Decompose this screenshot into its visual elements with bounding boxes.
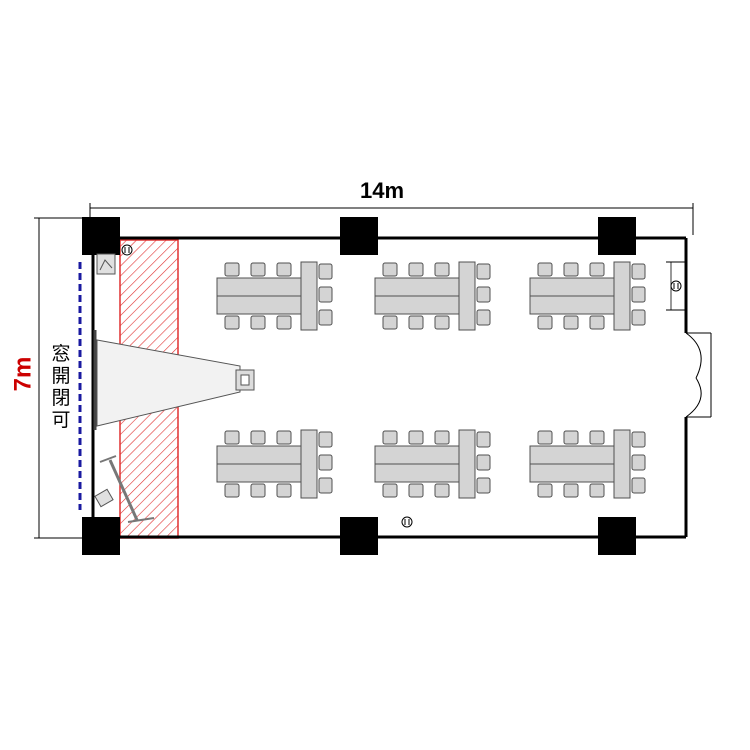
table-group (529, 261, 646, 331)
chair (589, 430, 605, 445)
pillar (340, 217, 378, 255)
chair (537, 262, 553, 277)
chair (250, 483, 266, 498)
chair (589, 483, 605, 498)
chair (476, 263, 491, 280)
pillar (598, 217, 636, 255)
chair (476, 477, 491, 494)
chair (408, 483, 424, 498)
chair (276, 262, 292, 277)
chair (537, 315, 553, 330)
chair (563, 262, 579, 277)
chair (276, 315, 292, 330)
chair (631, 286, 646, 303)
table-group (216, 429, 333, 499)
chair (563, 483, 579, 498)
chair (589, 315, 605, 330)
window-label-char: 窓 (51, 343, 71, 365)
table-group (374, 261, 491, 331)
chair (382, 430, 398, 445)
chair (408, 315, 424, 330)
chair (224, 483, 240, 498)
table-group (529, 429, 646, 499)
chair (434, 483, 450, 498)
chair (318, 477, 333, 494)
door (685, 332, 712, 418)
table-group (216, 261, 333, 331)
window-operable-label: 窓 開 閉 可 (50, 343, 72, 431)
chair (631, 477, 646, 494)
chair (631, 454, 646, 471)
pillars (82, 217, 636, 555)
window-label-char: 閉 (51, 387, 71, 409)
walls (90, 236, 688, 539)
chair (318, 454, 333, 471)
chair (631, 263, 646, 280)
chair (476, 286, 491, 303)
chair (563, 315, 579, 330)
outlet-icon (666, 261, 686, 311)
chair (224, 430, 240, 445)
chair (318, 431, 333, 448)
lectern (96, 253, 116, 275)
chair (434, 315, 450, 330)
chair (224, 262, 240, 277)
chair (537, 430, 553, 445)
pillar (82, 217, 120, 255)
outlet-icon (121, 244, 133, 256)
chair (434, 430, 450, 445)
chair (589, 262, 605, 277)
width-dimension-label: 14m (360, 178, 405, 203)
chair (476, 309, 491, 326)
chair (318, 286, 333, 303)
pillar (340, 517, 378, 555)
chair (537, 483, 553, 498)
height-dimension (34, 217, 90, 539)
chair (408, 262, 424, 277)
chair (408, 430, 424, 445)
chair (563, 430, 579, 445)
pillar (82, 517, 120, 555)
chair (631, 309, 646, 326)
chair (224, 315, 240, 330)
chair (250, 315, 266, 330)
window-label-char: 可 (51, 409, 71, 431)
chair (631, 431, 646, 448)
pillar (598, 517, 636, 555)
chair (318, 309, 333, 326)
chair (476, 454, 491, 471)
chair (250, 430, 266, 445)
chair (318, 263, 333, 280)
chair (476, 431, 491, 448)
chair (250, 262, 266, 277)
outlet-icon (401, 516, 413, 528)
mic-stand (94, 455, 155, 523)
table-groups (216, 261, 646, 499)
height-dimension-label: 7m (9, 356, 37, 392)
chair (276, 483, 292, 498)
chair (382, 262, 398, 277)
projection-beam (96, 339, 255, 427)
chair (276, 430, 292, 445)
chair (382, 315, 398, 330)
chair (434, 262, 450, 277)
chair (382, 483, 398, 498)
window-label-char: 開 (51, 365, 71, 387)
table-group (374, 429, 491, 499)
